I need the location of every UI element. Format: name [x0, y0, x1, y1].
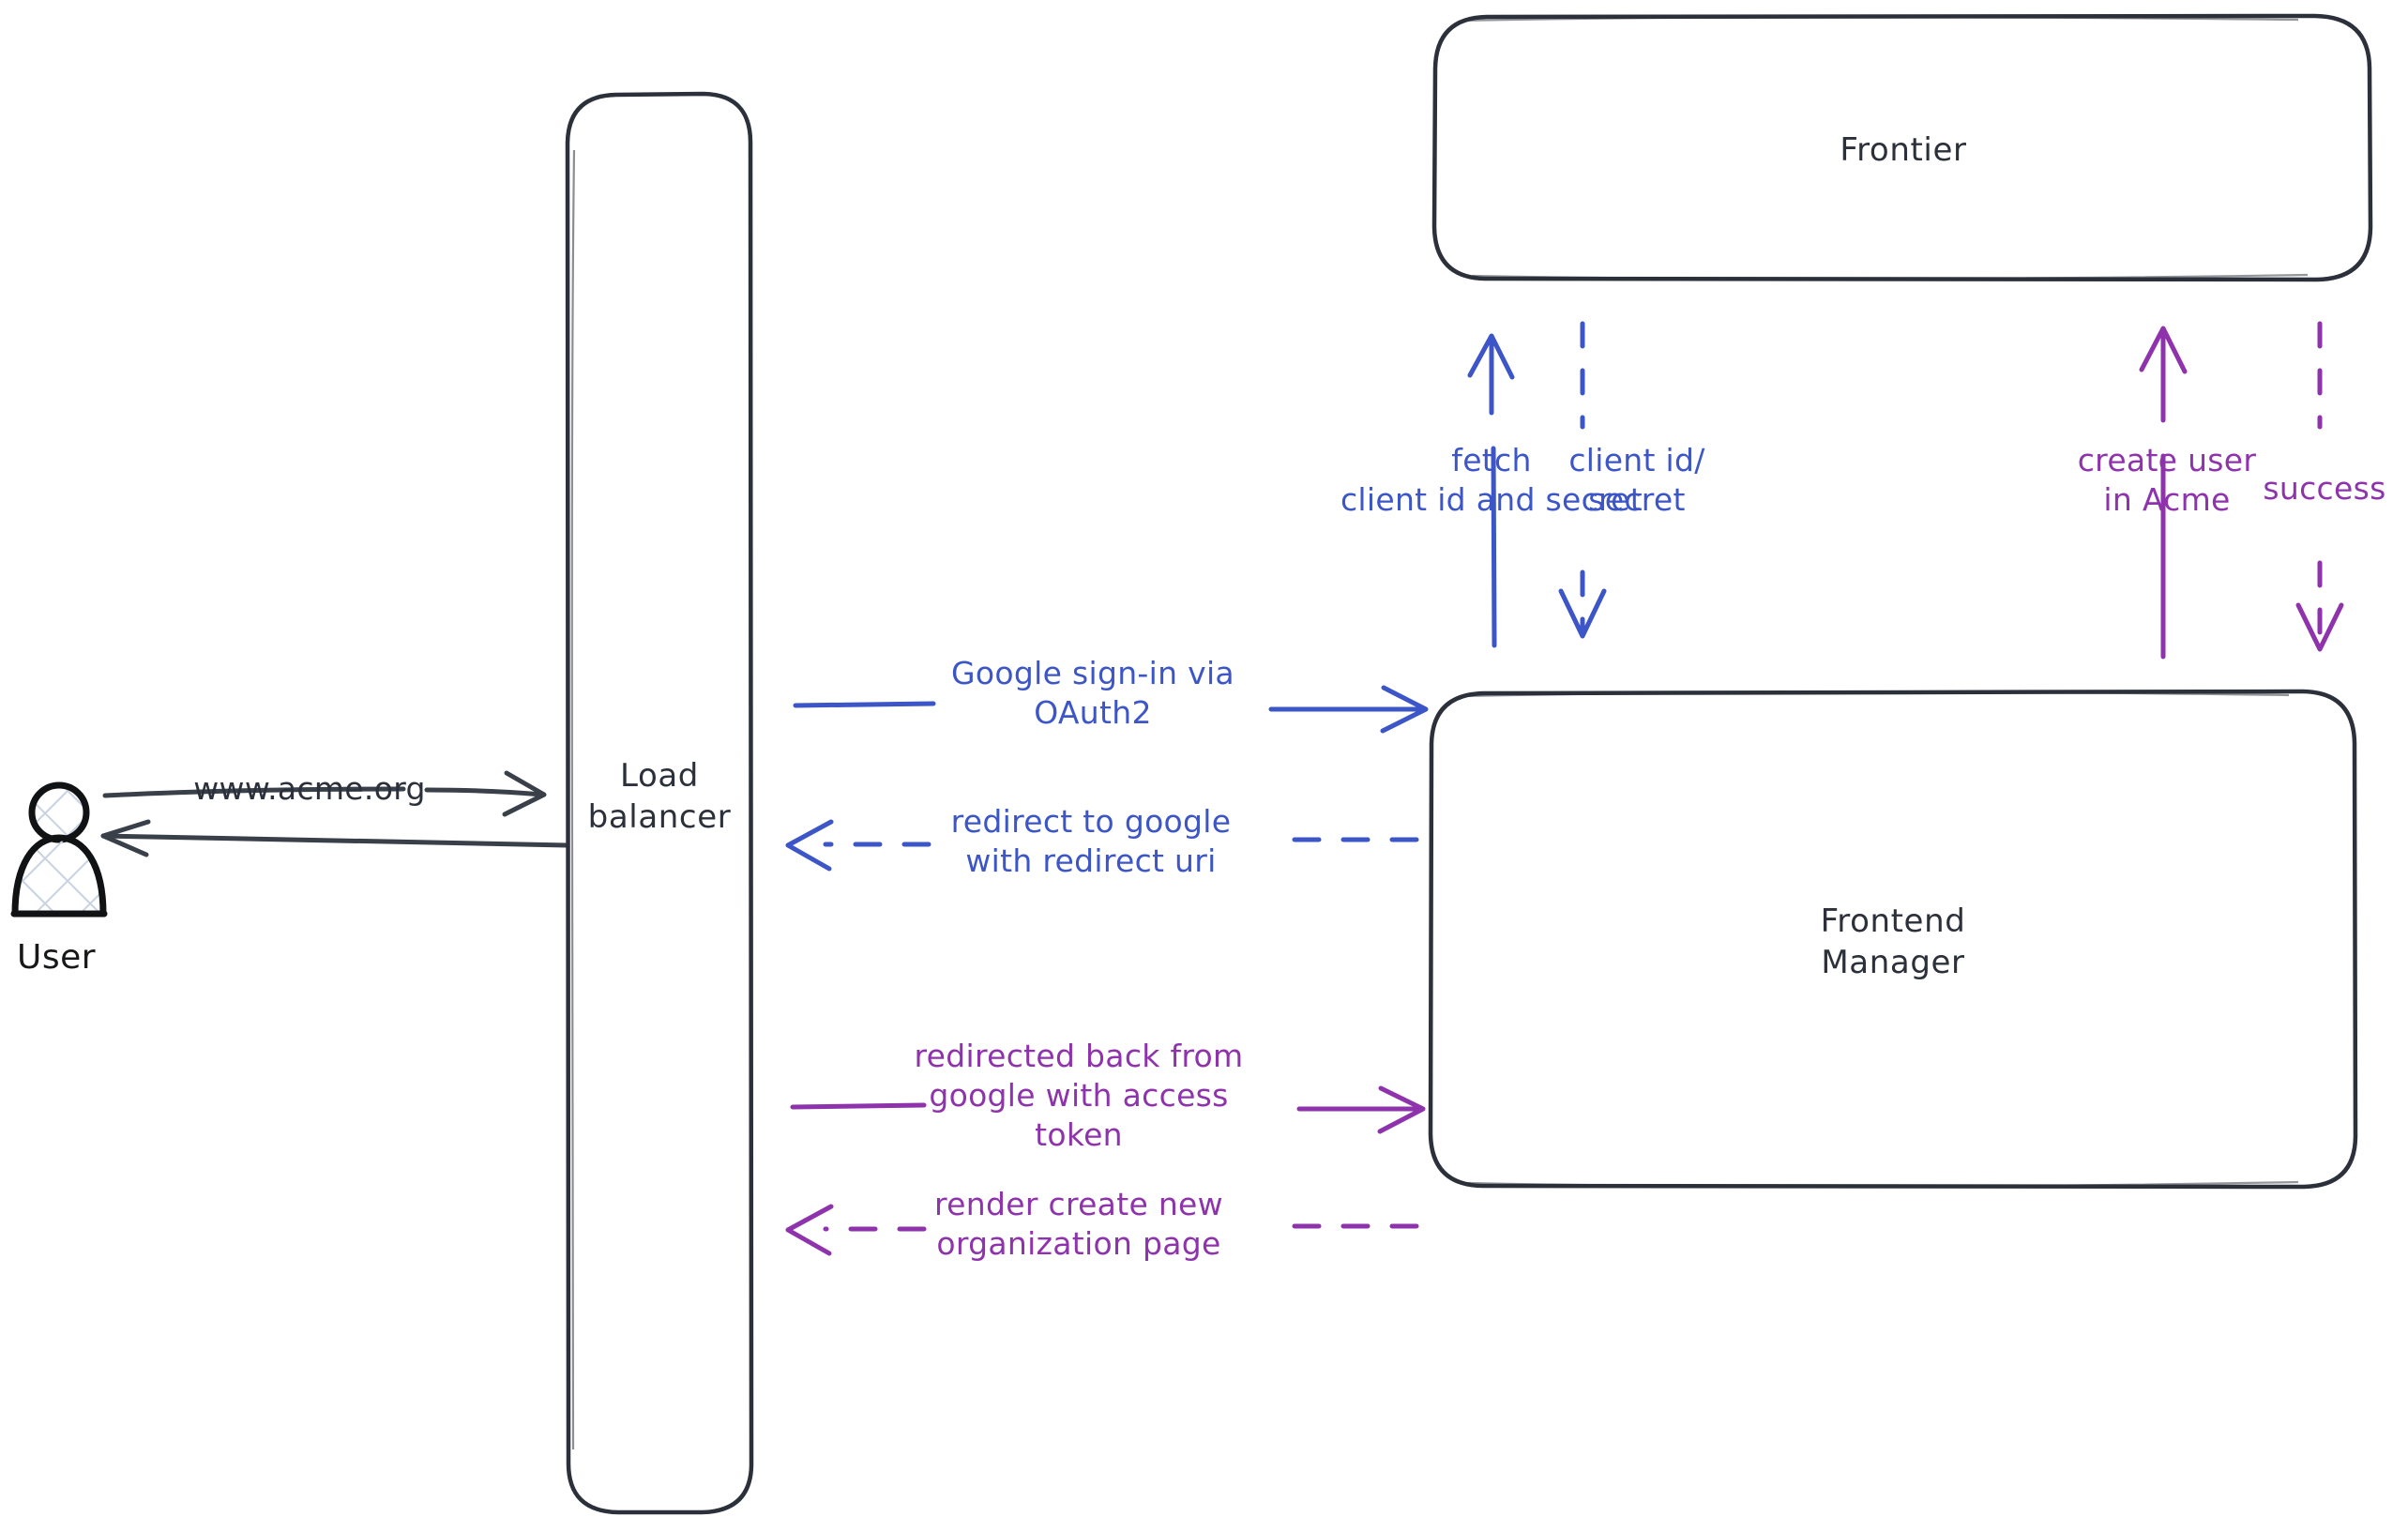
frontend-manager-box[interactable] [1428, 689, 2358, 1190]
arrow-redirect-to-google [785, 819, 1419, 872]
frontier-box[interactable] [1431, 13, 2373, 282]
load-balancer-box[interactable] [565, 91, 754, 1515]
person-icon [10, 781, 108, 918]
user-actor-label: User [17, 938, 97, 977]
arrow-render-create-new-organization-page [785, 1204, 1419, 1256]
arrow-client-id-secret [1558, 321, 1607, 639]
arrow-user-to-load-balancer [102, 770, 547, 817]
arrow-fetch-client-id-and-secret [1467, 333, 1515, 648]
arrow-google-signin-via-oauth2 [793, 685, 1429, 734]
arrow-create-user-in-acme [2139, 326, 2188, 660]
arrow-success [2295, 321, 2344, 652]
arrow-load-balancer-to-user [100, 819, 569, 857]
arrow-redirected-back-with-access-token [790, 1085, 1426, 1134]
